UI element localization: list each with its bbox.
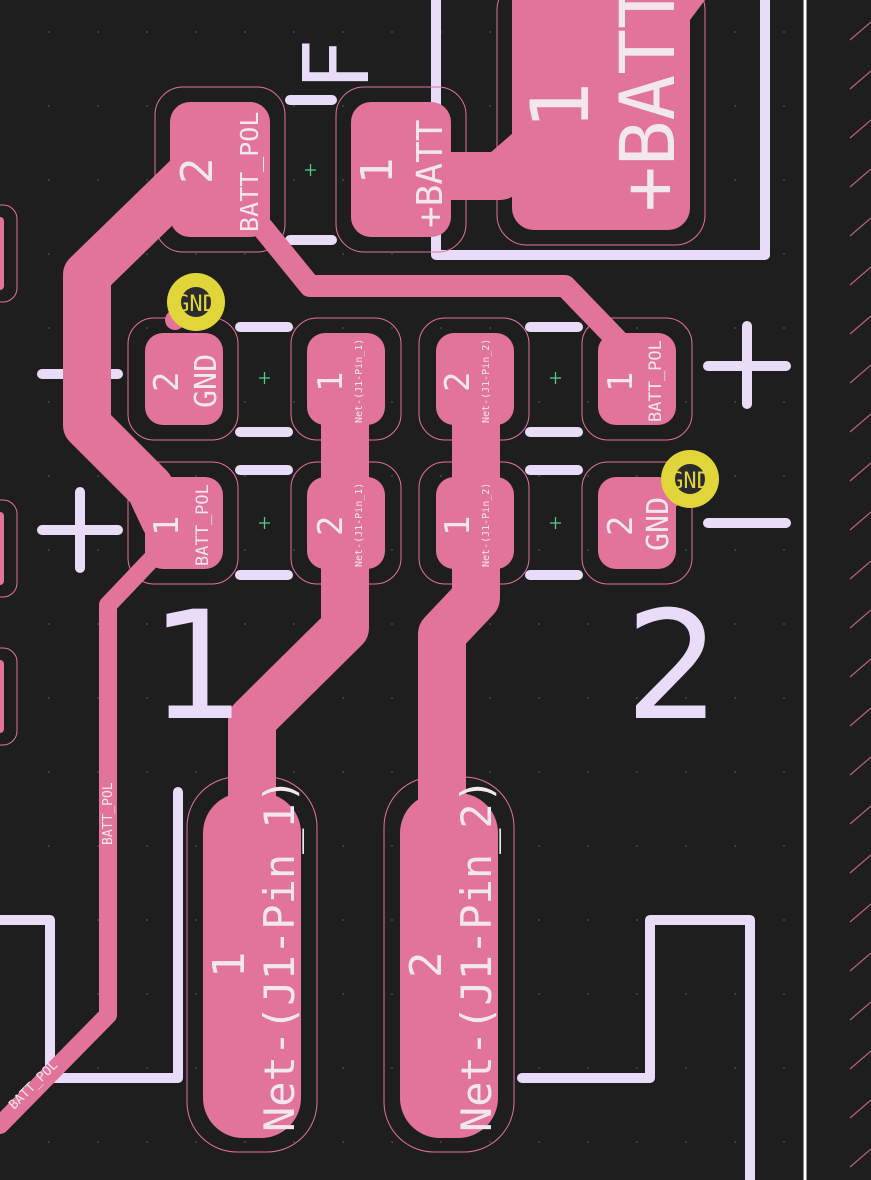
via-top-label: GND bbox=[176, 292, 216, 317]
padnum-bottom-left: 1 bbox=[204, 952, 255, 979]
padnum-row1-a: 2 bbox=[147, 372, 187, 392]
net-track-batt-pol-vertical: BATT_POL bbox=[101, 782, 116, 845]
net-batt-pol-row2: BATT_POL bbox=[193, 484, 213, 566]
via-right-label: GND bbox=[670, 469, 710, 494]
padnum-row2-c: 1 bbox=[438, 516, 478, 536]
pad-batt-pol-top[interactable] bbox=[170, 102, 270, 237]
refdes-2: 2 bbox=[625, 580, 720, 754]
net-connector-1: Net-(J1-Pin_1) bbox=[255, 778, 304, 1132]
pad-j1pin2-row2[interactable] bbox=[436, 477, 514, 569]
copper-tracks bbox=[0, 126, 699, 1134]
pad-batt-plus-small[interactable] bbox=[351, 102, 451, 237]
pad-j1pin1-row1[interactable] bbox=[307, 333, 385, 425]
padnum-row2-b: 2 bbox=[311, 516, 351, 536]
padnum-bottom-right: 2 bbox=[401, 952, 452, 979]
net-names: BATT_POL +BATT +BATT GND Net-(J1-Pin_1) … bbox=[6, 0, 692, 1132]
refdes-1: 1 bbox=[150, 580, 245, 754]
net-j1pin2-row2: Net-(J1-Pin_2) bbox=[481, 483, 492, 567]
padnum-top-left: 2 bbox=[172, 158, 223, 185]
pad-j1pin2-row1[interactable] bbox=[436, 333, 514, 425]
net-batt-plus-large: +BATT bbox=[603, 0, 692, 212]
net-connector-2: Net-(J1-Pin_2) bbox=[452, 778, 501, 1132]
net-j1pin1-row2: Net-(J1-Pin_1) bbox=[354, 483, 365, 567]
pads[interactable] bbox=[127, 0, 720, 1153]
net-batt-pol-top: BATT_POL bbox=[235, 112, 264, 232]
via-right[interactable]: GND bbox=[661, 450, 719, 508]
padnum-big-batt: 1 bbox=[514, 82, 607, 130]
pad-gnd-row1[interactable] bbox=[145, 333, 223, 425]
pad-connector-2[interactable] bbox=[400, 793, 498, 1138]
net-batt-pol-row1: BATT_POL bbox=[646, 340, 666, 422]
pad-gnd-row2[interactable] bbox=[598, 477, 676, 569]
via-top[interactable]: GND bbox=[167, 273, 225, 331]
net-gnd-row1: GND bbox=[189, 354, 224, 408]
net-track-batt-pol-diagonal: BATT_POL bbox=[6, 1058, 61, 1113]
padnum-row2-a: 1 bbox=[147, 516, 187, 536]
pad-batt-pol-row1[interactable] bbox=[598, 333, 676, 425]
net-j1pin2-row1: Net-(J1-Pin_2) bbox=[481, 339, 492, 423]
pad-batt-pol-row2[interactable] bbox=[145, 477, 223, 569]
pad-numbers: 2 1 1 2 1 2 1 1 2 1 2 1 2 bbox=[147, 82, 641, 978]
net-j1pin1-row1: Net-(J1-Pin_1) bbox=[354, 339, 365, 423]
padnum-top-mid: 1 bbox=[352, 158, 403, 185]
pad-connector-1[interactable] bbox=[203, 793, 301, 1138]
padnum-row1-b: 1 bbox=[311, 372, 351, 392]
pad-batt-plus-large[interactable] bbox=[512, 0, 690, 230]
net-batt-plus-small: +BATT bbox=[410, 120, 451, 228]
padnum-row1-c: 2 bbox=[438, 372, 478, 392]
edge-hatching bbox=[849, 21, 871, 1168]
footprint-origins bbox=[259, 164, 561, 529]
padnum-row1-d: 1 bbox=[601, 372, 641, 392]
silkscreen-reference-designators: 1 2 bbox=[150, 580, 720, 754]
f-mark: F bbox=[285, 38, 390, 90]
net-gnd-row2: GND bbox=[641, 497, 676, 551]
padnum-row2-d: 2 bbox=[601, 516, 641, 536]
pad-j1pin1-row2[interactable] bbox=[307, 477, 385, 569]
